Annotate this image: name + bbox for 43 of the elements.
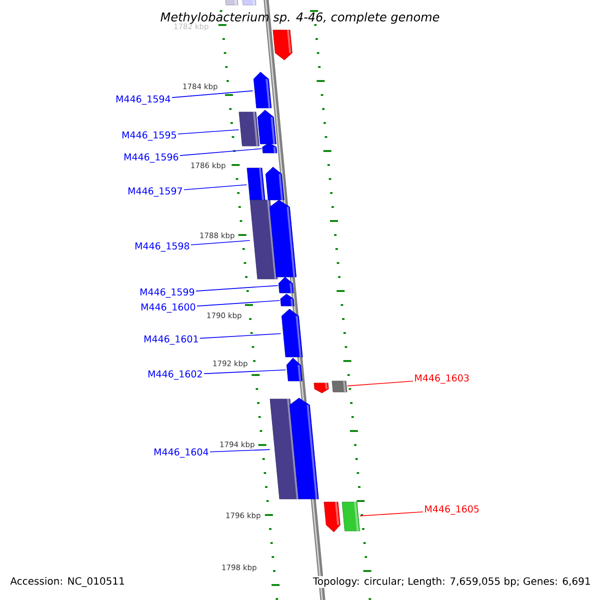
gene-block (314, 382, 329, 394)
gene-label: M446_1605 (425, 505, 479, 515)
leader-line (178, 129, 240, 134)
gene-label: M446_1603 (415, 374, 469, 384)
leader-line (204, 370, 286, 374)
title: Methylobacterium sp. 4-46, complete genome (160, 12, 440, 24)
accession-label: Accession: NC_010511 (10, 577, 124, 587)
gene-block (272, 30, 292, 60)
leader-line (196, 300, 280, 306)
leader-line (210, 449, 270, 452)
leader-line (360, 511, 424, 516)
gene-block (246, 168, 266, 200)
gene-label: M446_1594 (116, 95, 170, 105)
leader-line (172, 90, 254, 98)
gene-block (242, 0, 256, 6)
gene-label: M446_1601 (144, 335, 198, 345)
gene-block (280, 294, 294, 306)
genome-info-label: Topology: circular; Length: 7,659,055 bp; Genes: 6,691 (312, 576, 592, 588)
leader-line (346, 380, 414, 386)
gene-label: M446_1595 (122, 131, 176, 141)
gene-block (238, 112, 260, 146)
gene-block (265, 166, 284, 200)
leader-line (196, 285, 278, 292)
gene-label: M446_1597 (128, 187, 182, 197)
gene-block (253, 72, 272, 108)
gene-block (289, 398, 319, 500)
leader-line (184, 184, 248, 190)
gene-block (262, 142, 278, 154)
gene-label: M446_1599 (140, 288, 194, 298)
gene-block (332, 380, 348, 392)
gene-block (278, 276, 294, 294)
gene-label: M446_1602 (148, 370, 202, 380)
gene-block (324, 502, 340, 532)
gene-label: M446_1598 (135, 242, 190, 252)
leader-line (200, 333, 282, 339)
gene-block (342, 502, 360, 532)
gene-label: M446_1596 (124, 153, 178, 163)
gene-block (286, 358, 302, 382)
leader-line (180, 148, 262, 156)
gene-label: M446_1604 (154, 448, 208, 458)
gene-label: M446_1600 (141, 303, 196, 313)
leader-line (190, 240, 250, 246)
gene-block (224, 0, 238, 6)
